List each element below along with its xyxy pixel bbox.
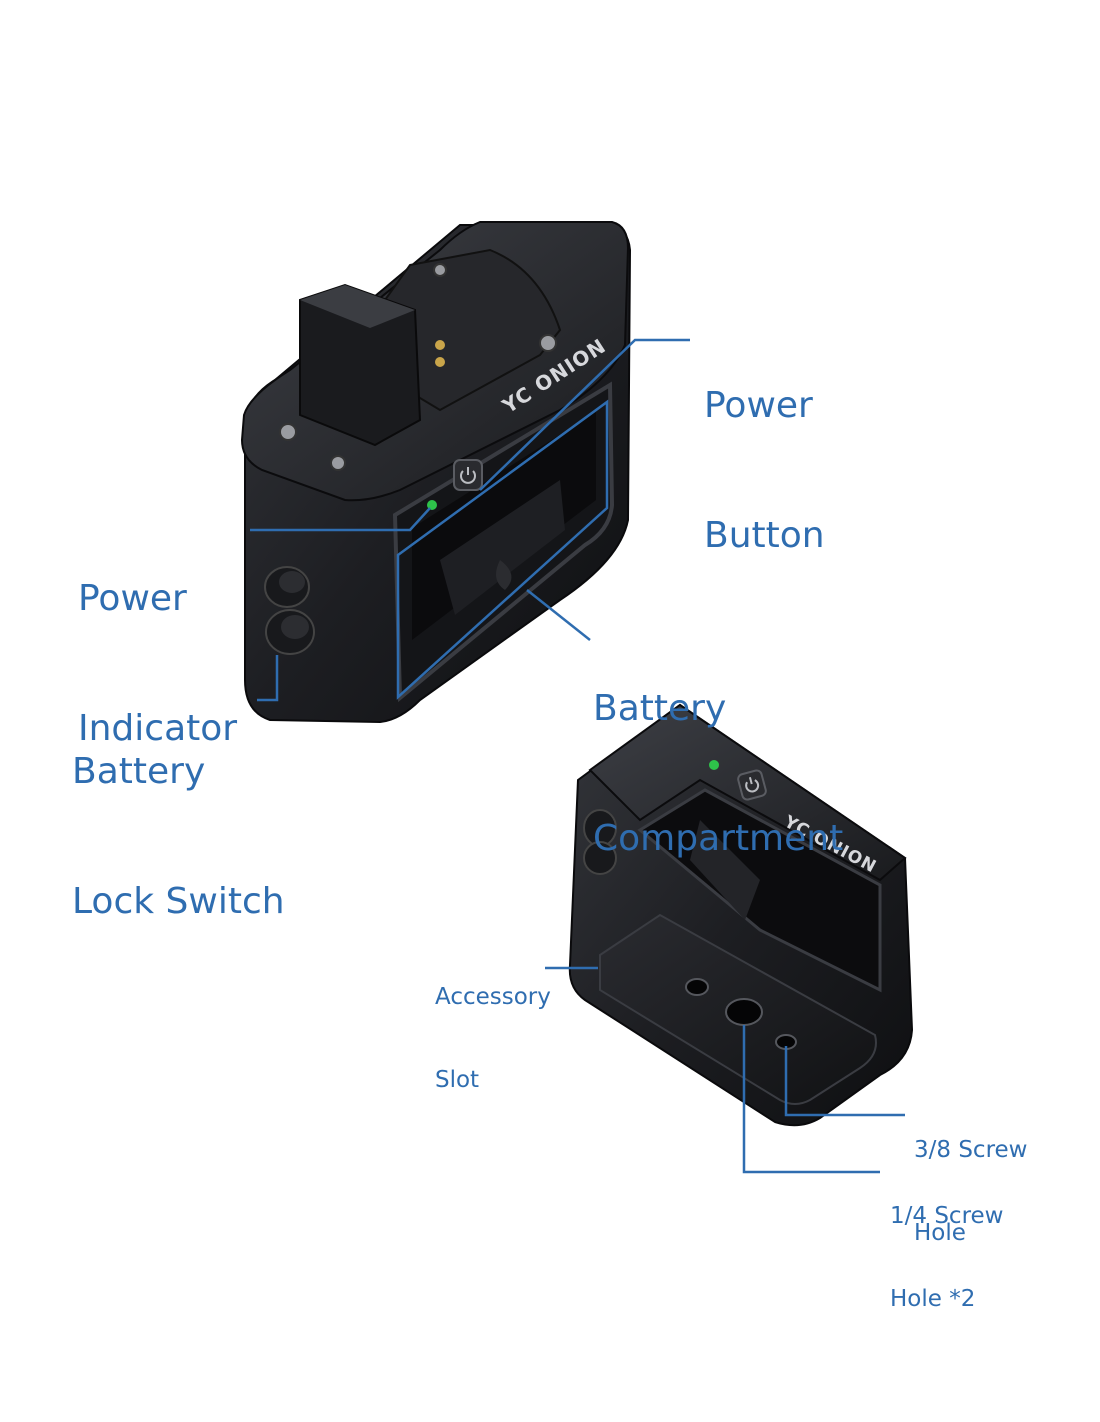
label-power-indicator-line1: Power xyxy=(78,578,187,620)
label-power-indicator: Power Indicator xyxy=(78,491,237,837)
screw xyxy=(330,455,346,471)
label-power-button: Power Button xyxy=(704,298,825,644)
label-screw-3-8: 3/8 Screw Hole xyxy=(914,1082,1027,1303)
bottom-device xyxy=(568,703,914,1127)
label-accessory-slot: Accessory Slot xyxy=(435,929,551,1150)
label-accessory-slot-line1: Accessory xyxy=(435,984,551,1011)
label-screw-3-8-line1: 3/8 Screw xyxy=(914,1137,1028,1164)
label-battery-lock-switch-line1: Battery xyxy=(72,751,206,793)
label-battery-lock-switch-line2: Lock Switch xyxy=(72,880,285,922)
power-icon xyxy=(453,459,483,491)
label-accessory-slot-line2: Slot xyxy=(435,1066,480,1093)
label-battery-compartment-line2: Compartment xyxy=(593,817,844,859)
battery-lock-knobs xyxy=(264,566,315,655)
screw xyxy=(279,423,297,441)
callout-lines xyxy=(250,338,905,1174)
label-screw-1-4-line1: 1/4 Screw xyxy=(890,1203,1004,1230)
label-battery-compartment-line1: Battery xyxy=(593,688,727,730)
screw-hole-1-4-left xyxy=(685,978,709,996)
screw xyxy=(433,263,447,277)
label-screw-3-8-line2: Hole xyxy=(914,1219,966,1246)
power-indicator-led-bottom xyxy=(709,760,719,770)
screw-hole-3-8 xyxy=(725,998,763,1026)
label-screw-1-4-line2: Hole *2 xyxy=(890,1285,976,1312)
label-power-button-line2: Button xyxy=(704,514,825,556)
top-device-mount-plate xyxy=(383,248,562,412)
power-indicator-led xyxy=(427,500,437,510)
label-battery-compartment: Battery Compartment xyxy=(593,601,843,947)
screw xyxy=(539,334,557,352)
label-power-indicator-line2: Indicator xyxy=(78,707,238,749)
label-battery-lock-switch: Battery Lock Switch xyxy=(72,664,285,1010)
power-icon xyxy=(737,769,767,801)
top-device xyxy=(240,221,632,724)
label-power-button-line1: Power xyxy=(704,385,813,427)
label-screw-1-4: 1/4 Screw Hole *2 xyxy=(890,1148,1003,1369)
